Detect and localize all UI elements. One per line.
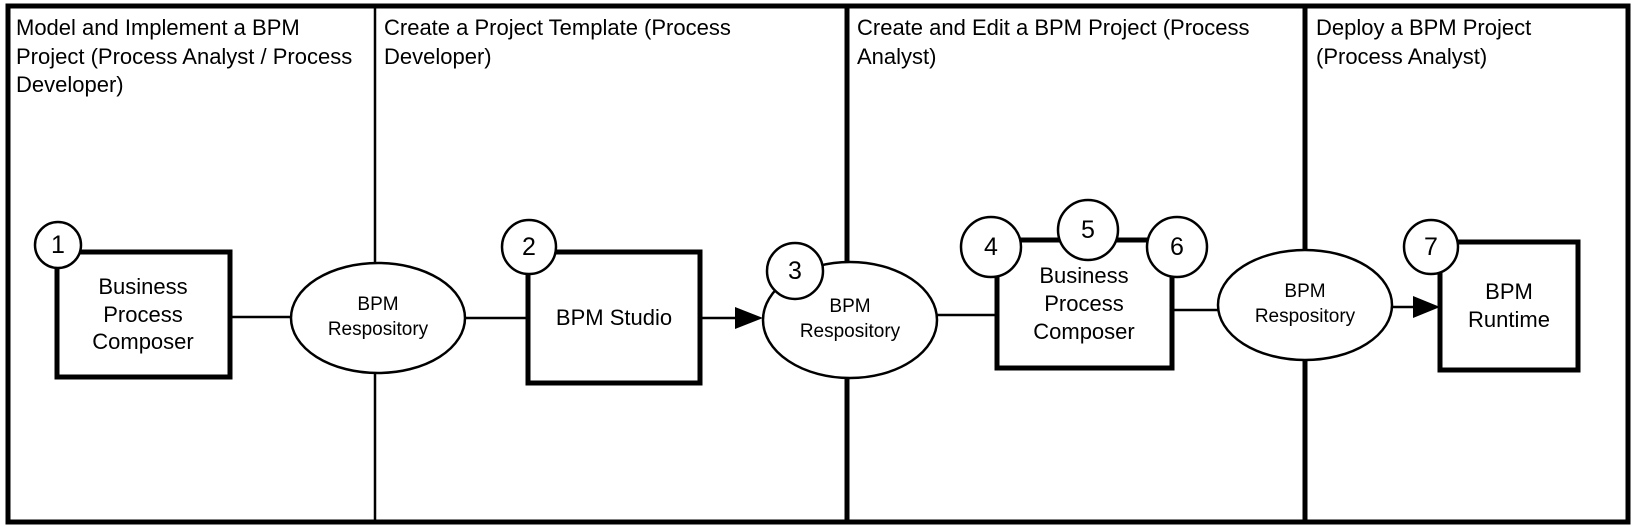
lane-header-create-template: Create a Project Template (Process Devel… — [384, 15, 731, 69]
node-business-process-composer-2 — [994, 237, 1175, 371]
arrowhead-icon — [735, 307, 763, 329]
badge-circle-6 — [1145, 215, 1209, 279]
badge-number-6: 6 — [1170, 232, 1184, 261]
node-bpm-repository-1 — [289, 261, 467, 375]
badge-number-3: 3 — [788, 256, 802, 285]
label-bpm-repository-2: BPM Respository — [799, 296, 901, 342]
label-bpm-repository-1: BPM Respository — [327, 294, 429, 340]
badge-number-7: 7 — [1424, 232, 1438, 261]
node-bpm-repository-3 — [1216, 248, 1394, 362]
lane-header-model-implement: Model and Implement a BPM Project (Proce… — [16, 15, 353, 98]
label-bpm-repository-3: BPM Respository — [1254, 281, 1356, 327]
badge-circle-2 — [500, 218, 558, 276]
arrowhead-icon — [1413, 296, 1440, 318]
node-bpm-runtime — [1437, 239, 1581, 373]
badge-circle-5 — [1056, 198, 1120, 262]
label-bpm-runtime: BPM Runtime — [1468, 279, 1550, 332]
label-bpm-studio: BPM Studio — [555, 304, 673, 330]
label-business-process-composer-1: Business Process Composer — [92, 273, 194, 355]
badge-number-2: 2 — [522, 232, 536, 261]
lane-header-deploy: Deploy a BPM Project (Process Analyst) — [1316, 15, 1532, 69]
badge-circle-1 — [33, 220, 83, 270]
badge-circle-3 — [765, 241, 825, 301]
lane-header-create-edit: Create and Edit a BPM Project (Process A… — [857, 15, 1250, 69]
connector-repository3-to-runtime — [1390, 296, 1440, 318]
badge-circle-4 — [959, 215, 1023, 279]
node-bpm-studio — [525, 249, 703, 386]
badge-number-4: 4 — [984, 232, 998, 261]
node-business-process-composer-1 — [54, 249, 233, 380]
badge-number-1: 1 — [51, 230, 65, 259]
badge-number-5: 5 — [1081, 215, 1095, 244]
badge-circle-7 — [1402, 218, 1460, 276]
connector-studio-to-repository2 — [700, 307, 763, 329]
label-business-process-composer-2: Business Process Composer — [1033, 263, 1135, 344]
